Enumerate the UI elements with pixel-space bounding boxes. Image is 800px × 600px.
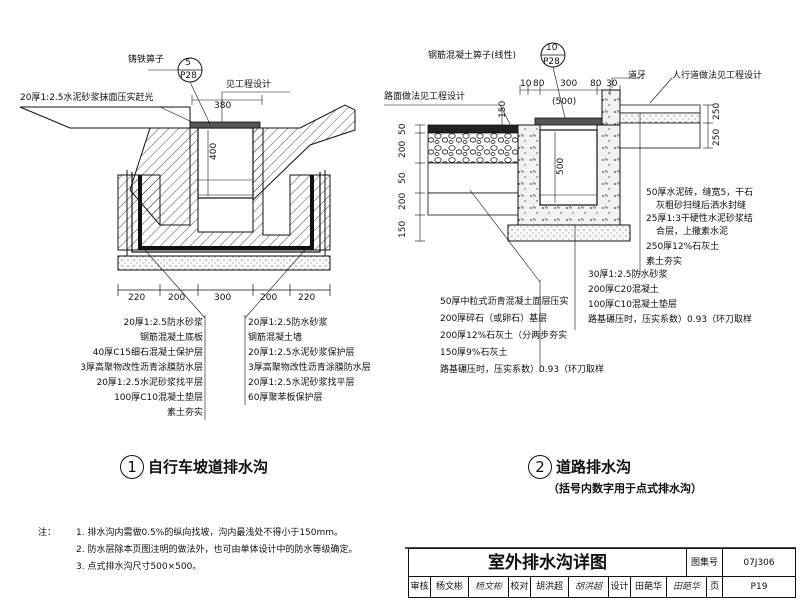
cover-label-right: 钢筋混凝土箅子(线性) xyxy=(428,51,517,61)
layer-item: 3厚高聚物改性沥青涂膜防水层 xyxy=(248,363,371,373)
layer-item: 100厚C10混凝土垫层 xyxy=(114,393,203,403)
layer-item: 20厚1:2.5水泥砂浆找平层 xyxy=(96,378,203,388)
curb-label: 道牙 xyxy=(628,71,647,81)
top-left-finish-label: 20厚1:2.5水泥砂浆抹面压实赶光 xyxy=(20,93,154,103)
design-label: 设计 xyxy=(609,577,631,597)
caption-subtext-right: （括号内数字用于点式排水沟） xyxy=(548,482,702,495)
sidewalk-label: 人行道做法见工程设计 xyxy=(672,71,763,81)
signature-row: 审核 杨文彬 杨文彬 校对 胡洪超 胡洪超 设计 田葩华 田葩华 页 P19 xyxy=(409,577,795,597)
dim-top-80b: 80 xyxy=(590,79,602,89)
layer-item: 200厚碎石（或卵石）基层 xyxy=(440,314,548,324)
drawing-title: 室外排水沟详图 xyxy=(409,549,687,577)
page-value: P19 xyxy=(750,582,768,592)
layer-item: 40厚C15细石混凝土保护层 xyxy=(92,348,203,358)
dim-bottom-2: 200 xyxy=(168,293,186,303)
layer-item: 30厚1:2.5防水砂浆 xyxy=(588,270,668,280)
note-item: 3. 点式排水沟尺寸500×500。 xyxy=(76,562,202,572)
layer-item: 3厚高聚物改性沥青涂膜防水层 xyxy=(80,363,203,373)
dim-bottom-3: 300 xyxy=(214,293,232,303)
layers-right-group: 20厚1:2.5防水砂浆 钢筋混凝土墙 20厚1:2.5水泥砂浆保护层 3厚高聚… xyxy=(248,318,371,404)
layer-item: 60厚聚苯板保护层 xyxy=(248,393,323,403)
dim-paren-500: (500) xyxy=(552,97,577,107)
road-layers-bottom-group: 30厚1:2.5防水砂浆 200厚C20混凝土 100厚C10混凝土垫层 路基碾… xyxy=(588,270,788,326)
notes-list: 1. 排水沟内需做0.5%的纵向找坡，沟内最浅处不得小于150mm。 2. 防水… xyxy=(16,525,357,576)
dim-left-150: 150 xyxy=(398,220,408,238)
design-signature: 田葩华 xyxy=(667,577,707,597)
layer-item: 素土夯实 xyxy=(166,408,203,418)
cover-ref-num-right: 10 xyxy=(546,43,558,53)
layer-item: 150厚9%石灰土 xyxy=(440,348,508,358)
layer-item: 25厚1:3干硬性水泥砂浆结 xyxy=(646,214,753,224)
atlas-value: 07J306 xyxy=(723,549,795,577)
layer-item: 路基碾压时，压实系数）0.93（环刀取样 xyxy=(440,365,605,375)
dim-top-30: 30 xyxy=(606,79,618,89)
layer-item: 灰粗砂扫缝后洒水封缝 xyxy=(656,201,747,211)
atlas-label: 图集号 xyxy=(687,549,723,577)
layer-item: 20厚1:2.5水泥砂浆保护层 xyxy=(248,348,355,358)
layer-item: 200厚12%石灰土（分两步夯实 xyxy=(440,331,568,341)
layer-item: 20厚1:2.5水泥砂浆找平层 xyxy=(248,378,355,388)
layer-item: 50厚中粒式沥青混凝土面层压实 xyxy=(440,297,569,307)
layer-item: 250厚12%石灰土 xyxy=(646,242,720,252)
note-item: 2. 防水层除本页图注明的做法外，也可由单体设计中的防水等级确定。 xyxy=(76,545,358,555)
dim-left-200a: 200 xyxy=(398,140,408,158)
review-label: 审核 xyxy=(409,577,431,597)
dim-380: 380 xyxy=(214,101,232,111)
cover-ref-page-right: P28 xyxy=(543,57,560,67)
layer-item: 20厚1:2.5防水砂浆 xyxy=(248,318,328,328)
dim-bottom-4: 200 xyxy=(260,293,278,303)
caption-text-right: 道路排水沟 xyxy=(556,458,632,476)
check-name: 胡洪超 xyxy=(531,577,569,597)
dim-bottom-5: 220 xyxy=(298,293,316,303)
layer-item: 200厚C20混凝土 xyxy=(588,285,659,295)
layer-item: 合层，上撒素水泥 xyxy=(656,227,729,237)
caption-text-left: 自行车坡道排水沟 xyxy=(148,458,269,476)
dim-left-50b: 50 xyxy=(398,172,408,184)
road-surface-label: 路面做法见工程设计 xyxy=(384,92,466,102)
notes-heading: 注： xyxy=(38,528,57,538)
dim-150: 150 xyxy=(498,100,508,118)
dim-inner-500: 500 xyxy=(556,157,566,175)
layer-item: 50厚水泥砖，缝宽5，干石 xyxy=(646,188,754,198)
dim-left-50: 50 xyxy=(398,123,408,135)
layer-item: 路基碾压时，压实系数）0.93（环刀取样 xyxy=(588,315,753,325)
caption-number-left: 1 xyxy=(120,455,144,479)
design-name: 田葩华 xyxy=(631,577,667,597)
dim-right-250b: 250 xyxy=(712,128,722,146)
check-signature: 胡洪超 xyxy=(569,577,609,597)
dim-bottom-1: 220 xyxy=(128,293,146,303)
layers-left-group: 20厚1:2.5防水砂浆 钢筋混凝土底板 40厚C15细石混凝土保护层 3厚高聚… xyxy=(60,318,203,419)
notes-block: 注： 1. 排水沟内需做0.5%的纵向找坡，沟内最浅处不得小于150mm。 2.… xyxy=(16,525,357,576)
road-layers-left-group: 50厚中粒式沥青混凝土面层压实 200厚碎石（或卵石）基层 200厚12%石灰土… xyxy=(440,297,640,376)
cover-ref-page-left: P28 xyxy=(180,71,197,81)
cover-label-left: 铸铁箅子 xyxy=(128,55,165,65)
see-design-label: 见工程设计 xyxy=(226,80,272,90)
cover-ref-num-left: 5 xyxy=(185,58,191,68)
dim-top-300: 300 xyxy=(560,79,578,89)
layer-item: 钢筋混凝土底板 xyxy=(139,333,203,343)
road-layers-right-group: 50厚水泥砖，缝宽5，干石 灰粗砂扫缝后洒水封缝 25厚1:3干硬性水泥砂浆结 … xyxy=(646,188,796,268)
road-drain-section xyxy=(384,42,713,372)
bike-ramp-drain-section xyxy=(19,57,356,420)
dim-top-80a: 80 xyxy=(533,79,545,89)
page-label: 页 xyxy=(707,577,723,597)
check-label: 校对 xyxy=(509,577,531,597)
title-block: 室外排水沟详图 图集号 07J306 审核 杨文彬 杨文彬 校对 胡洪超 胡洪超… xyxy=(408,548,796,598)
layer-item: 100厚C10混凝土垫层 xyxy=(588,300,677,310)
dim-left-200b: 200 xyxy=(398,192,408,210)
review-signature: 杨文彬 xyxy=(469,577,509,597)
review-name: 杨文彬 xyxy=(431,577,469,597)
dim-400: 400 xyxy=(209,142,219,160)
caption-number-right: 2 xyxy=(528,455,552,479)
note-item: 1. 排水沟内需做0.5%的纵向找坡，沟内最浅处不得小于150mm。 xyxy=(76,528,344,538)
layer-item: 素土夯实 xyxy=(646,257,683,267)
dim-right-250a: 250 xyxy=(712,102,722,120)
dim-top-10: 10 xyxy=(520,79,532,89)
layer-item: 20厚1:2.5防水砂浆 xyxy=(123,318,203,328)
layer-item: 钢筋混凝土墙 xyxy=(248,333,303,343)
